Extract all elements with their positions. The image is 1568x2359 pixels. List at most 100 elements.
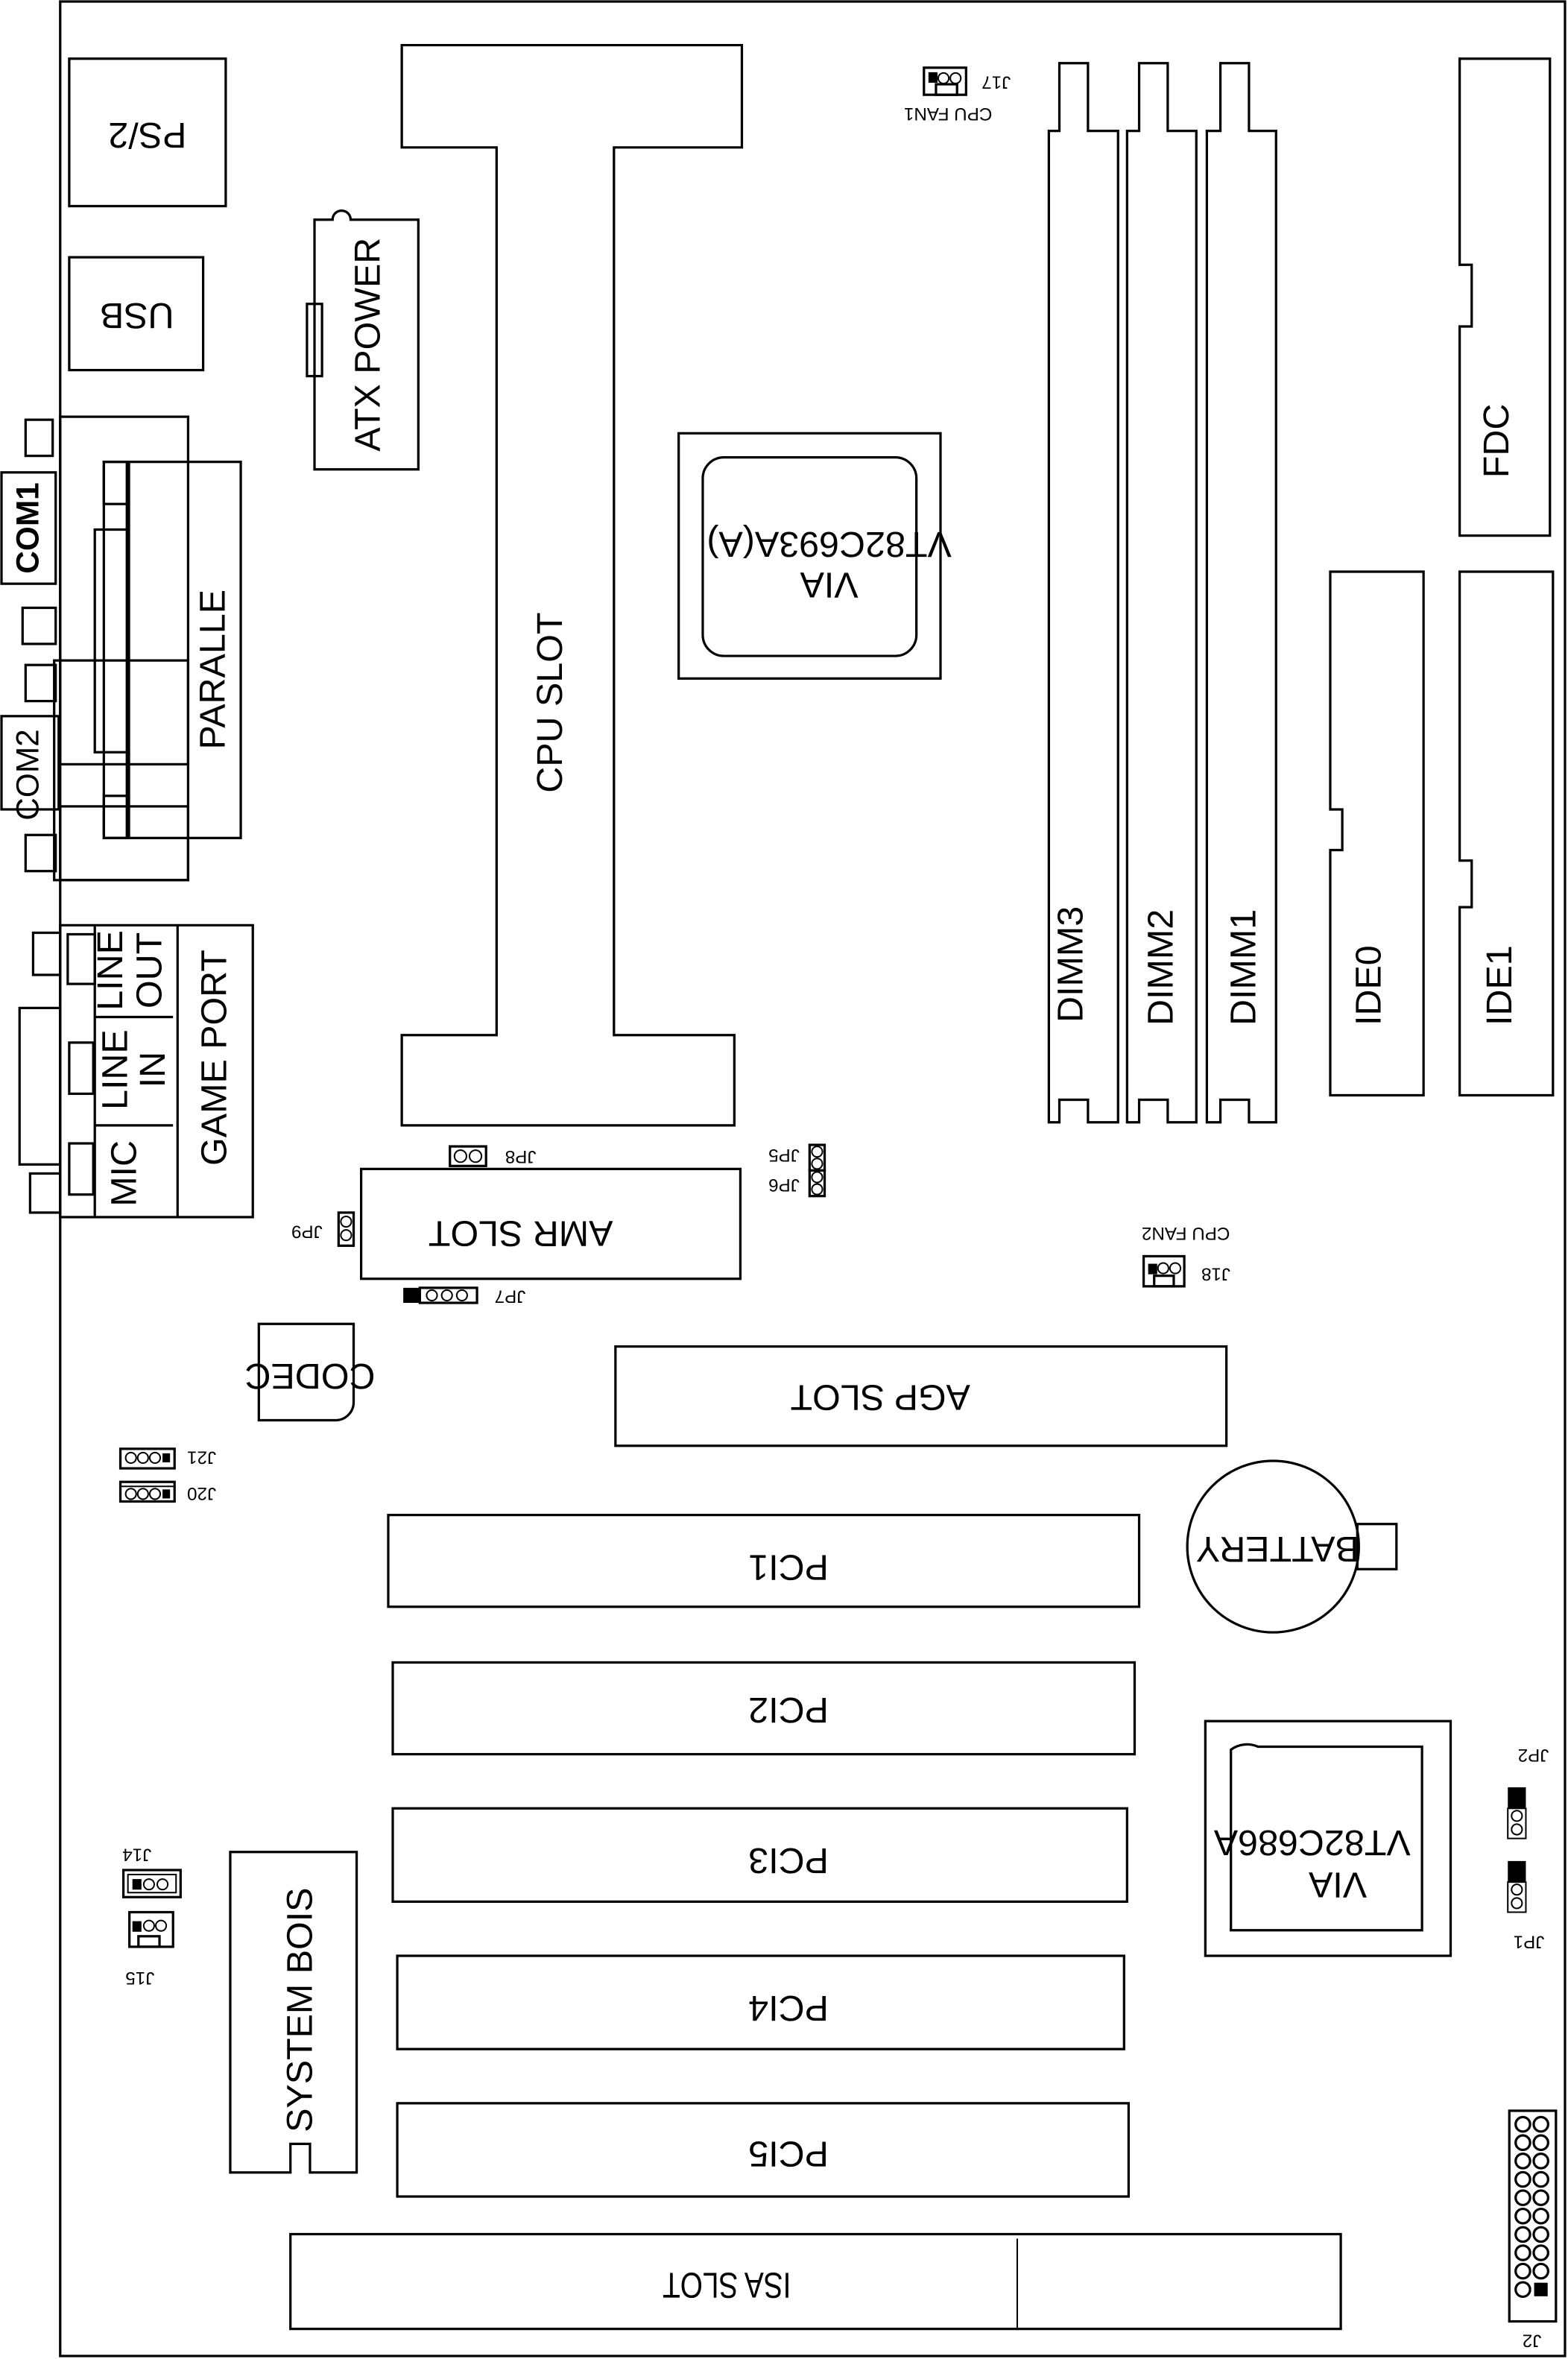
j17-label: J17 [981,72,1011,92]
j2-pin [1514,2244,1531,2261]
ide1-connector: IDE1 [1458,570,1555,1097]
j2-label: J2 [1523,2330,1542,2350]
j2-pin [1532,2244,1549,2261]
com1-label: COM1 [10,482,45,573]
pci-slot-1: PCI1 [387,1514,1141,1608]
isa-slot: ISA SLOT [289,2232,1342,2331]
cpu-fan1-header: J17 CPU FAN1 [904,66,1011,124]
battery-label: BATTERY [1196,1529,1359,1569]
j2-pin [1534,2282,1548,2296]
ide0-connector: IDE0 [1329,570,1425,1097]
pci5-label: PCI5 [748,2134,829,2174]
jp1-jumper: JP1 [1507,1860,1545,1951]
j2-pin [1532,2262,1549,2280]
j2-pin [1514,2189,1531,2206]
line-out-label-2: OUT [130,932,170,1008]
usb-connector: USB [68,256,205,372]
audio-game-port-cluster: LINE OUT LINE IN MIC GAME PORT [18,923,254,1219]
j2-pin [1514,2226,1531,2243]
j14-label: J14 [122,1844,151,1864]
j15-label: J15 [125,1968,154,1988]
agp-slot-label: AGP SLOT [791,1377,970,1417]
jp9-jumper: JP9 [291,1211,355,1247]
j2-front-panel-header: J2 [1508,2109,1558,2350]
amr-slot-label: AMR SLOT [429,1213,613,1253]
j21-label: J21 [187,1447,216,1468]
south-bridge-label-2: VIA [1308,1864,1367,1904]
jp2-jumper: JP2 [1507,1745,1549,1839]
j15-header: J15 [125,1910,174,1988]
com2-label: COM2 [10,729,45,820]
serial-parallel-cluster: COM1 COM2 PARALLE [0,415,242,882]
pci-slot-2: PCI2 [391,1661,1137,1756]
dimm-slots: DIMM3 DIMM2 DIMM1 [1047,62,1277,1124]
jp5-label: JP5 [768,1145,800,1165]
jp8-label: JP8 [505,1146,537,1166]
j2-pin [1532,2170,1549,2188]
pci3-label: PCI3 [748,1840,829,1880]
cpu-slot-label: CPU SLOT [530,613,570,793]
jp8-jumper: JP8 [449,1145,537,1167]
pci-slot-5: PCI5 [396,2102,1131,2198]
j2-pin [1514,2207,1531,2225]
pci-slot-4: PCI4 [396,1954,1125,2050]
j2-pin [1532,2115,1549,2133]
j2-pin [1532,2207,1549,2225]
cpu-fan1-label: CPU FAN1 [904,104,992,124]
line-in-label-1: LINE [95,1029,135,1110]
jp7-label: JP7 [495,1286,526,1307]
system-bios-label: SYSTEM BOIS [280,1888,320,2132]
codec-label: CODEC [244,1356,375,1396]
j21-header: J21 [118,1447,216,1470]
dimm3-label: DIMM3 [1050,906,1090,1023]
jp7-jumper: JP7 [403,1286,525,1307]
isa-slot-label: ISA SLOT [663,2264,791,2305]
cpu-fan2-header: J18 CPU FAN2 [1142,1223,1230,1288]
agp-slot: AGP SLOT [614,1345,1228,1447]
pci1-label: PCI1 [748,1547,829,1587]
pci-slot-3: PCI3 [391,1807,1128,1903]
parallel-label: PARALLE [193,590,233,749]
south-bridge-label-1: VT82C686A [1213,1822,1411,1863]
north-bridge-label-1: VT82C693A(A) [706,524,952,564]
pci2-label: PCI2 [748,1690,829,1730]
j20-header: J20 [118,1480,216,1503]
ps2-label: PS/2 [108,115,186,155]
cpu-slot: CPU SLOT [400,43,744,1127]
system-bios-chip: SYSTEM BOIS [229,1851,358,2174]
ide1-label: IDE1 [1479,945,1520,1026]
line-out-label-1: LINE [90,930,130,1011]
j2-pin [1514,2134,1531,2152]
j2-pin [1532,2226,1549,2243]
j2-pin [1514,2170,1531,2188]
cpu-fan2-label: CPU FAN2 [1142,1223,1230,1243]
j2-pin [1532,2153,1549,2170]
j2-pin [1532,2189,1549,2206]
j18-label: J18 [1201,1263,1230,1283]
dimm2-label: DIMM2 [1141,909,1181,1026]
jp2-label: JP2 [1518,1745,1549,1765]
j20-label: J20 [187,1483,216,1503]
jp6-label: JP6 [768,1175,800,1195]
amr-slot: AMR SLOT [359,1167,742,1280]
line-in-label-2: IN [133,1052,173,1087]
jp1-label: JP1 [1514,1931,1545,1951]
south-bridge-chip: VT82C686A VIA [1204,1719,1452,1957]
jp9-label: JP9 [291,1222,323,1242]
usb-label: USB [100,295,174,335]
battery: BATTERY [1186,1459,1398,1634]
j2-pin [1514,2262,1531,2280]
fdc-connector: FDC [1458,57,1552,537]
j2-pin [1514,2281,1531,2299]
mic-label: MIC [104,1140,144,1207]
ide0-label: IDE0 [1348,945,1388,1026]
j2-pin [1514,2115,1531,2133]
atx-power-connector: ATX POWER [306,209,420,471]
atx-power-label: ATX POWER [348,238,388,452]
game-port-label: GAME PORT [195,950,235,1166]
j14-header: J14 [121,1844,182,1898]
dimm1-label: DIMM1 [1224,909,1264,1026]
codec-chip: CODEC [244,1322,375,1422]
ps2-connector: PS/2 [68,57,227,208]
